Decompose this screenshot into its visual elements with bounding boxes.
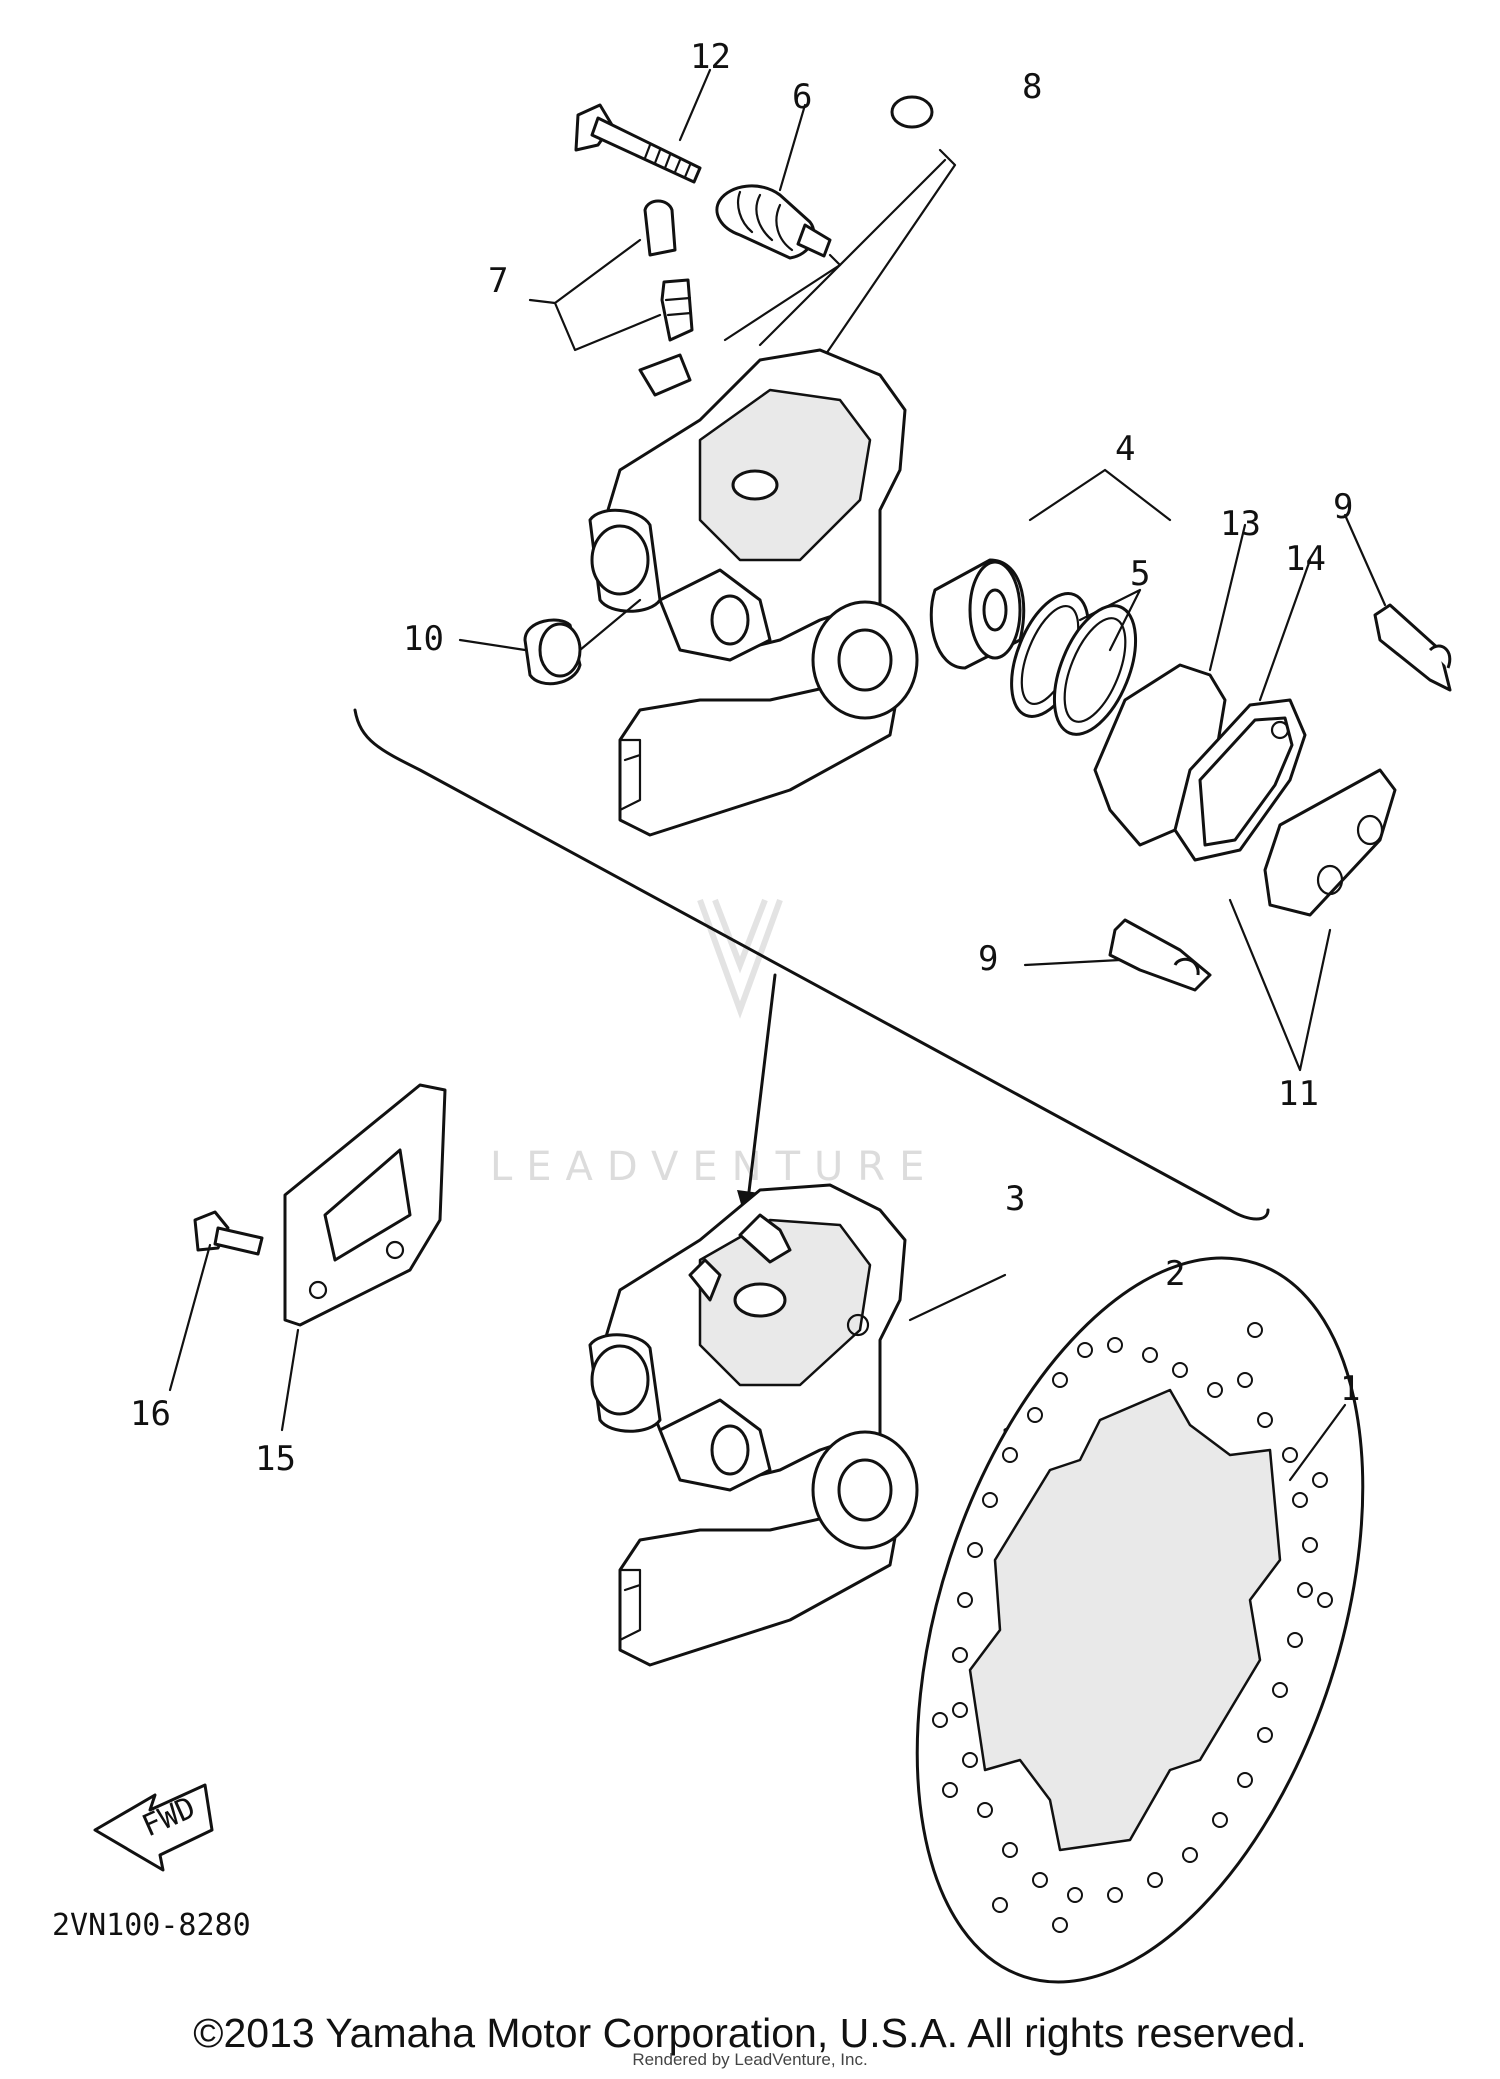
callout-15: 15: [255, 1439, 296, 1479]
disc-holes: [932, 1322, 1333, 1933]
assembly-boundary: [353, 708, 1270, 1221]
pad-spring-upper: [1373, 603, 1452, 692]
leader-6: [723, 253, 842, 342]
caliper-body-exploded: [588, 348, 919, 837]
callout-10: 10: [403, 619, 444, 659]
callout-8: 8: [1022, 67, 1042, 107]
callout-13: 13: [1220, 504, 1261, 544]
callout-11: 11: [1278, 1074, 1319, 1114]
caliper-assembly: [588, 1183, 919, 1667]
rendered-by-note: Rendered by LeadVenture, Inc.: [632, 2050, 868, 2069]
callout-14: 14: [1285, 539, 1326, 579]
callout-6: 6: [792, 77, 812, 117]
copyright-notice: ©2013 Yamaha Motor Corporation, U.S.A. A…: [193, 2010, 1307, 2056]
brake-pads: [1173, 698, 1397, 917]
bleed-cap: [890, 95, 934, 129]
watermark-text: LEADVENTURE: [490, 1144, 938, 1190]
forward-arrow-icon: FWD: [93, 1783, 214, 1872]
watermark: LEADVENTURE: [490, 898, 938, 1190]
pad-spring-lower: [1108, 918, 1212, 992]
leader-7: [528, 238, 662, 352]
callout-3: 3: [1005, 1179, 1025, 1219]
drawing-code: 2VN100-8280: [52, 1908, 251, 1943]
callout-numbers: 1 2 3 4 5 6 7 8 9 9 10 11 12 13 14 15 16: [130, 37, 1360, 1479]
callout-4: 4: [1115, 429, 1135, 469]
callout-1: 1: [1340, 1369, 1360, 1409]
callout-12: 12: [690, 37, 731, 77]
bleed-screw: [643, 199, 694, 342]
callout-9-upper: 9: [1333, 487, 1353, 527]
caliper-bracket-plate: [280, 1083, 447, 1432]
brake-piston: [929, 558, 1026, 670]
caliper-boot: [715, 184, 832, 260]
bracket-bolt: [168, 1210, 264, 1392]
callout-leaders: [458, 68, 1387, 1482]
brake-disc: [915, 1256, 1365, 1984]
callout-5: 5: [1130, 554, 1150, 594]
caliper-seal-cap: [523, 598, 642, 686]
callout-16: 16: [130, 1394, 171, 1434]
callout-7: 7: [488, 261, 508, 301]
caliper-bolt: [574, 103, 702, 184]
callout-2: 2: [1165, 1254, 1185, 1294]
callout-9-lower: 9: [978, 939, 998, 979]
